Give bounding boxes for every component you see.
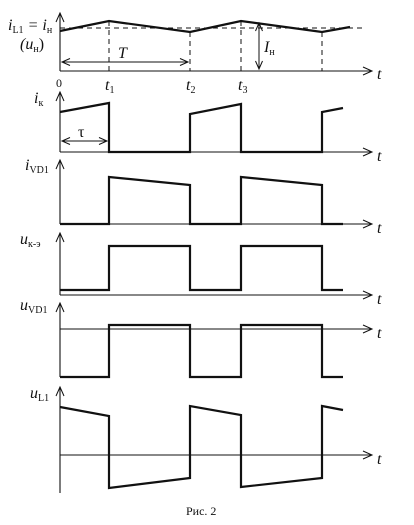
plot-uvd1: uVD1 t — [20, 297, 382, 379]
plot-ivd1-label: iVD1 — [25, 157, 49, 176]
plot-ik-t-arrow — [362, 147, 374, 157]
plot-ivd1-t-arrow — [362, 219, 374, 229]
figure-caption: Рис. 2 — [186, 504, 216, 518]
plot-uvd1-y-arrow — [55, 301, 65, 313]
plot-ik-y-arrow — [55, 90, 65, 102]
plot-ul1-t-arrow — [362, 450, 374, 460]
plot-ik-label: iк — [34, 90, 43, 109]
plot-il1-t-arrow — [362, 66, 374, 76]
plot-ul1: uL1 t — [30, 385, 382, 493]
plot-uvd1-t-arrow — [362, 324, 374, 334]
plot-il1: iL1 = iн (uн) T Iн 0 t1 t2 t3 t — [8, 11, 382, 96]
time-mark-t1: t1 — [105, 77, 114, 96]
amplitude-label: Iн — [263, 39, 275, 58]
plot-uke-y-arrow — [55, 231, 65, 243]
amplitude-arrow-top — [255, 21, 263, 32]
plot-ik: τ iк t — [34, 90, 382, 165]
period-arrow-right — [179, 58, 190, 66]
plot-il1-label-alt: (uн) — [20, 36, 44, 55]
plot-ul1-waveform — [59, 404, 344, 490]
plot-uke-t-arrow — [362, 290, 374, 300]
plot-il1-y-arrow — [55, 11, 65, 23]
plot-uvd1-waveform — [60, 323, 343, 379]
pulse-width-arrow-left — [60, 137, 71, 145]
plot-ivd1-t-label: t — [377, 220, 382, 237]
plot-ik-waveform — [59, 101, 344, 154]
plot-uvd1-label: uVD1 — [20, 297, 47, 316]
plot-uke-waveform — [60, 244, 343, 292]
plot-uke: uк-э t — [20, 231, 382, 308]
plot-ul1-label: uL1 — [30, 385, 49, 404]
plot-ik-t-label: t — [377, 148, 382, 165]
period-label: T — [118, 45, 128, 62]
period-arrow-left — [60, 58, 71, 66]
plot-il1-waveform — [59, 19, 351, 34]
plot-ivd1-waveform — [60, 175, 343, 226]
plot-ul1-y-arrow — [55, 385, 65, 397]
pulse-width-arrow-right — [98, 137, 109, 145]
plot-ul1-t-label: t — [377, 451, 382, 468]
plot-uke-t-label: t — [377, 291, 382, 308]
amplitude-arrow-bottom — [255, 60, 263, 71]
time-mark-t3: t3 — [238, 77, 247, 96]
time-mark-t2: t2 — [186, 77, 195, 96]
plot-ivd1-y-arrow — [55, 158, 65, 170]
plot-uke-label: uк-э — [20, 231, 40, 250]
plot-il1-label: iL1 = iн — [8, 17, 53, 36]
plot-uvd1-t-label: t — [377, 325, 382, 342]
plot-ivd1: iVD1 t — [25, 157, 382, 237]
plot-il1-t-label: t — [377, 66, 382, 83]
pulse-width-label: τ — [78, 124, 85, 141]
origin-label: 0 — [56, 76, 62, 90]
